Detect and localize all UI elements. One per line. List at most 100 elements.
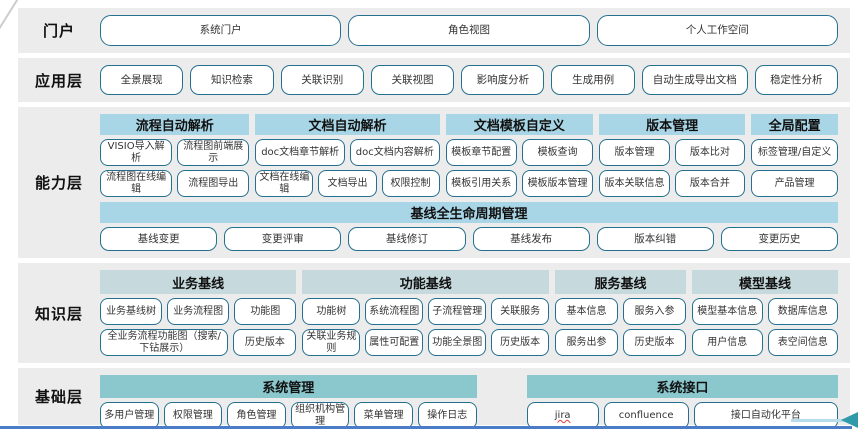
- knowledge-button[interactable]: 基本信息: [555, 298, 619, 325]
- capability-button[interactable]: 版本合并: [674, 170, 746, 197]
- layer-knowledge-content: 业务基线 业务基线树 业务流程图 功能图 全业务流程功能图（搜索/下钻展示） 历…: [100, 263, 850, 363]
- baseline-button[interactable]: 基线修订: [348, 227, 466, 251]
- capability-button[interactable]: 文档在线编辑: [255, 170, 314, 197]
- portal-button[interactable]: 个人工作空间: [596, 15, 838, 46]
- group-title: 系统接口: [526, 375, 838, 398]
- jira-label: jira: [554, 409, 571, 421]
- baseline-button[interactable]: 版本纠错: [596, 227, 714, 251]
- baseline-button[interactable]: 变更历史: [720, 227, 839, 251]
- foundation-group-system-interface: 系统接口 jira confluence 接口自动化平台: [526, 375, 838, 429]
- knowledge-button[interactable]: 表空间信息: [767, 329, 839, 356]
- knowledge-button[interactable]: 历史版本: [491, 329, 550, 356]
- bottom-accent-line: [0, 426, 852, 429]
- foundation-button[interactable]: 角色管理: [227, 402, 286, 429]
- capability-button[interactable]: doc文档章节解析: [255, 139, 345, 166]
- connector-line: [791, 419, 847, 422]
- layer-capability: 能力层 流程自动解析 VISIO导入解析 流程图前端展示 流程图在线编辑 流程图…: [18, 107, 850, 258]
- foundation-group-system-mgmt: 系统管理 多用户管理 权限管理 角色管理 组织机构管理 菜单管理 操作日志: [100, 375, 477, 429]
- portal-button[interactable]: 系统门户: [100, 15, 342, 46]
- knowledge-group-business-baseline: 业务基线 业务基线树 业务流程图 功能图 全业务流程功能图（搜索/下钻展示） 历…: [100, 270, 297, 356]
- app-button[interactable]: 影响度分析: [461, 65, 545, 95]
- capability-button[interactable]: 模板章节配置: [445, 139, 517, 166]
- baseline-button[interactable]: 基线发布: [472, 227, 590, 251]
- knowledge-button[interactable]: 功能图: [234, 298, 297, 325]
- knowledge-group-service-baseline: 服务基线 基本信息 服务入参 服务出参 历史版本: [555, 270, 686, 356]
- knowledge-button[interactable]: 功能全景图: [428, 329, 487, 356]
- capability-button[interactable]: 标签管理/自定义: [751, 139, 838, 166]
- foundation-gap: [477, 375, 527, 429]
- group-title: 服务基线: [555, 270, 686, 294]
- knowledge-group-function-baseline: 功能基线 功能树 系统流程图 子流程管理 关联服务 关联业务规则 属性可配置 功…: [302, 270, 550, 356]
- capability-button[interactable]: 产品管理: [751, 170, 838, 197]
- portal-button[interactable]: 角色视图: [348, 15, 590, 46]
- knowledge-group-model-baseline: 模型基线 模型基本信息 数据库信息 用户信息 表空间信息: [691, 270, 839, 356]
- capability-button[interactable]: 权限控制: [381, 170, 440, 197]
- foundation-button[interactable]: 权限管理: [163, 402, 223, 429]
- knowledge-button[interactable]: 历史版本: [623, 329, 686, 356]
- foundation-button[interactable]: 多用户管理: [100, 402, 159, 429]
- foundation-button-jira[interactable]: jira: [526, 402, 599, 429]
- group-title: 文档模板自定义: [445, 114, 594, 135]
- knowledge-button[interactable]: 功能树: [302, 298, 361, 325]
- capability-button[interactable]: doc文档内容解析: [349, 139, 440, 166]
- knowledge-button[interactable]: 系统流程图: [365, 298, 424, 325]
- group-title: 系统管理: [100, 375, 477, 398]
- knowledge-button[interactable]: 关联服务: [491, 298, 550, 325]
- knowledge-button[interactable]: 业务流程图: [167, 298, 230, 325]
- left-arrow-icon: [841, 412, 858, 428]
- app-button[interactable]: 生成用例: [551, 65, 635, 95]
- capability-button[interactable]: 流程图导出: [177, 170, 250, 197]
- knowledge-button[interactable]: 服务入参: [623, 298, 686, 325]
- capability-group-version-mgmt: 版本管理 版本管理 版本比对 版本关联信息 版本合并: [599, 114, 746, 197]
- group-title: 文档自动解析: [255, 114, 440, 135]
- knowledge-button[interactable]: 子流程管理: [428, 298, 487, 325]
- capability-button[interactable]: 流程图前端展示: [177, 139, 250, 166]
- layer-portal-label: 门户: [42, 22, 75, 40]
- foundation-button[interactable]: confluence: [603, 402, 689, 429]
- capability-button[interactable]: 版本关联信息: [599, 170, 670, 197]
- layer-foundation-content: 系统管理 多用户管理 权限管理 角色管理 组织机构管理 菜单管理 操作日志 系统…: [100, 368, 850, 429]
- baseline-lifecycle-section: 基线全生命周期管理 基线变更 变更评审 基线修订 基线发布 版本纠错 变更历史: [100, 202, 839, 251]
- capability-button[interactable]: 流程图在线编辑: [100, 170, 173, 197]
- app-button[interactable]: 知识检索: [190, 65, 274, 95]
- layer-foundation-label: 基础层: [34, 388, 83, 406]
- foundation-button[interactable]: 接口自动化平台: [693, 402, 838, 429]
- layer-portal: 门户 系统门户 角色视图 个人工作空间: [18, 8, 850, 53]
- knowledge-button[interactable]: 属性可配置: [365, 329, 424, 356]
- capability-group-template-custom: 文档模板自定义 模板章节配置 模板查询 模板引用关系 模板版本管理: [445, 114, 594, 197]
- capability-button[interactable]: 模板查询: [521, 139, 594, 166]
- knowledge-button[interactable]: 数据库信息: [767, 298, 839, 325]
- foundation-button[interactable]: 菜单管理: [354, 402, 413, 429]
- layer-application-content: 全景展现 知识检索 关联识别 关联视图 影响度分析 生成用例 自动生成导出文档 …: [100, 58, 850, 102]
- capability-button[interactable]: 模板版本管理: [521, 170, 594, 197]
- capability-button[interactable]: 版本管理: [599, 139, 670, 166]
- baseline-button[interactable]: 变更评审: [224, 227, 342, 251]
- foundation-button[interactable]: 组织机构管理: [290, 402, 350, 429]
- knowledge-button[interactable]: 历史版本: [233, 329, 297, 356]
- layer-capability-label: 能力层: [34, 174, 83, 192]
- knowledge-button[interactable]: 模型基本信息: [691, 298, 763, 325]
- foundation-button[interactable]: 操作日志: [417, 402, 477, 429]
- app-button[interactable]: 全景展现: [100, 65, 184, 95]
- app-button[interactable]: 关联识别: [280, 65, 364, 95]
- knowledge-button[interactable]: 服务出参: [555, 329, 619, 356]
- capability-button[interactable]: 版本比对: [674, 139, 746, 166]
- knowledge-button[interactable]: 全业务流程功能图（搜索/下钻展示）: [100, 329, 229, 356]
- capability-button[interactable]: 模板引用关系: [445, 170, 517, 197]
- layer-knowledge: 知识层 业务基线 业务基线树 业务流程图 功能图 全业务流程功能图（搜索/下钻展…: [18, 263, 850, 363]
- layer-application: 应用层 全景展现 知识检索 关联识别 关联视图 影响度分析 生成用例 自动生成导…: [18, 58, 850, 102]
- knowledge-button[interactable]: 用户信息: [691, 329, 763, 356]
- app-button[interactable]: 自动生成导出文档: [641, 65, 748, 95]
- layer-portal-content: 系统门户 角色视图 个人工作空间: [100, 8, 850, 53]
- capability-button[interactable]: VISIO导入解析: [100, 139, 173, 166]
- capability-button[interactable]: 文档导出: [318, 170, 377, 197]
- group-title: 功能基线: [302, 270, 550, 294]
- group-title: 模型基线: [691, 270, 838, 294]
- app-button[interactable]: 关联视图: [370, 65, 455, 95]
- knowledge-button[interactable]: 业务基线树: [100, 298, 163, 325]
- knowledge-button[interactable]: 关联业务规则: [302, 329, 361, 356]
- baseline-button[interactable]: 基线变更: [100, 227, 218, 251]
- app-button[interactable]: 稳定性分析: [754, 65, 838, 95]
- group-title: 业务基线: [100, 270, 297, 294]
